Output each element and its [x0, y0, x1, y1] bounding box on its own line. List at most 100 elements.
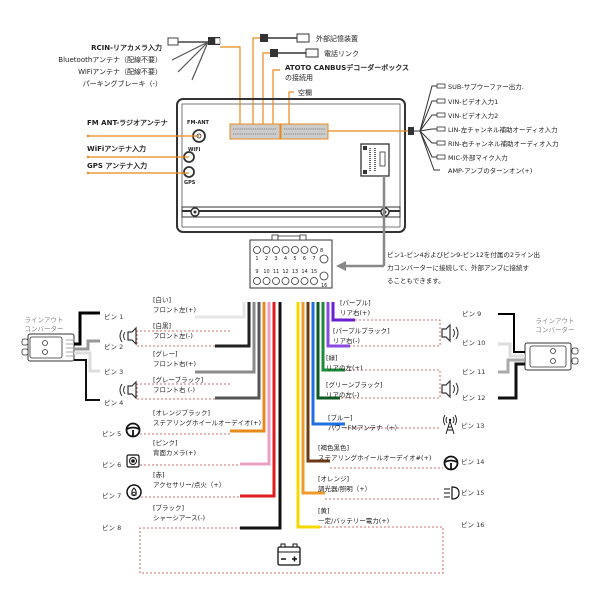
wire-function-label-pin-13: パワーFMアンテナ（+） — [328, 424, 401, 432]
connector-pin-7 — [310, 246, 318, 254]
dashed-line-rear-right — [350, 319, 441, 347]
right-lineout-converter — [498, 313, 579, 400]
pin-label-1: ピン 1 — [104, 313, 123, 321]
dashed-line-rear-left — [340, 369, 441, 399]
pin-label-12: ピン 12 — [462, 394, 485, 402]
main-connector-block — [229, 100, 408, 140]
connector-pin-15 — [310, 277, 318, 285]
wire-pin-2 — [215, 302, 251, 348]
right-cable-vin2: VIN-ビデオ入力2 — [448, 111, 498, 120]
speaker-icon-front-right — [119, 380, 137, 400]
connector-pin-12 — [281, 277, 290, 285]
wire-pin-5 — [230, 302, 266, 433]
wire-color-label-pin-1: [白い] — [153, 295, 171, 304]
sixteen-pin-connector — [249, 234, 333, 289]
wire-color-label-pin-3: [グレー] — [153, 349, 178, 358]
connector-pin-4 — [281, 246, 290, 254]
pin-label-5: ピン 5 — [102, 430, 121, 438]
wire-color-label-pin-9: [パープル] — [340, 299, 371, 307]
wire-color-label-pin-10: [パープルブラック] — [333, 326, 390, 335]
camera-icon-pin6 — [126, 454, 140, 468]
pin-label-11: ピン 11 — [462, 368, 485, 376]
right-cable-sub: SUB-サブウーファー出力. — [448, 82, 524, 91]
canbus-label-line1: ATOTO CANBUSデコーダーボックス — [285, 63, 409, 72]
phone-link-cable — [262, 48, 319, 100]
connector-pin-10 — [262, 277, 271, 285]
steering-wheel-icon-pin14 — [443, 455, 459, 471]
right-cable-rin: RIN-右チャンネル補助オーディオ入力 — [448, 139, 559, 148]
wire-color-label-pin-8: [ブラック] — [153, 503, 184, 512]
wire-pin-7 — [240, 302, 276, 498]
pin-label-9: ピン 9 — [462, 310, 481, 318]
connector-pin-14 — [300, 277, 309, 285]
speaker-icon-front-left — [119, 326, 137, 346]
right-harness-wires — [296, 302, 355, 529]
battery-icon — [277, 543, 301, 566]
speaker-icon-rear-left — [441, 379, 459, 399]
pin-label-3: ピン 3 — [104, 368, 123, 376]
pin-number-1: 1 — [255, 256, 258, 262]
right-cable-mic: MIC-外部マイク入力 — [448, 153, 508, 162]
wire-function-label-pin-2: フロント左(-) — [153, 331, 193, 340]
pin-number-15: 15 — [311, 269, 317, 275]
pin-number-2: 2 — [265, 256, 268, 262]
wire-pin-15 — [301, 302, 325, 495]
wire-color-label-pin-15: [オレンジ] — [318, 475, 349, 483]
wire-color-label-pin-13: [ブルー] — [328, 413, 353, 422]
wire-color-label-pin-12: [グリーンブラック] — [326, 380, 383, 389]
connector-pin-3 — [272, 246, 280, 254]
pin-label-10: ピン 10 — [462, 339, 485, 347]
pin-label-4: ピン 4 — [104, 399, 123, 407]
wire-pin-3 — [195, 302, 256, 374]
wire-pin-14 — [306, 302, 330, 463]
wire-pin-6 — [240, 302, 271, 466]
pin-label-16: ピン 16 — [461, 521, 484, 529]
spare-label: 空欄 — [298, 88, 312, 97]
pin-number-13: 13 — [292, 269, 298, 275]
connector-pin-1 — [253, 246, 261, 254]
wire-pin-1 — [195, 302, 246, 319]
right-cable-vin1: VIN-ビデオ入力1 — [448, 97, 498, 106]
pin-number-7: 7 — [312, 256, 315, 262]
pin-label-6: ピン 6 — [102, 461, 121, 469]
dashed-circuit-lines — [136, 319, 444, 574]
gps-port-label: GPS — [184, 180, 196, 186]
connector-pin-6 — [300, 246, 309, 254]
pin-number-4: 4 — [284, 256, 287, 262]
iso-connector — [336, 143, 390, 271]
ignition-icon-pin7 — [126, 484, 142, 500]
wire-pin-8 — [240, 302, 282, 530]
wire-function-label-pin-10: リア右(-) — [333, 336, 360, 345]
note-line-3: ることもできます。 — [387, 277, 445, 285]
pin-label-14: ピン 14 — [461, 458, 484, 466]
pin-number-9: 9 — [255, 269, 258, 275]
cable-label-wifi-antenna: WiFiアンテナ（配線不要） — [78, 67, 162, 76]
note-line-2: 力コンバーターに接続して、外部アンプに接続す — [387, 263, 530, 272]
note-line-1: ピン1-ピン4およびピン9-ピン12を付属の2ライン出 — [387, 250, 540, 259]
wire-pin-9 — [331, 302, 355, 322]
wire-color-label-pin-5: [オレンジブラック] — [153, 408, 210, 417]
pin-number-14: 14 — [301, 269, 307, 275]
wire-function-label-pin-4: フロント右 (-) — [153, 385, 195, 394]
connector-pin-13 — [291, 277, 299, 285]
antenna-icon-pin13 — [443, 414, 457, 435]
usb-cable — [252, 33, 310, 100]
pin-number-5: 5 — [293, 256, 296, 262]
pin-label-2: ピン 2 — [104, 343, 123, 351]
wire-function-label-pin-9: リア右(+) — [340, 308, 370, 317]
wire-function-label-pin-6: 背面カメラ(+) — [153, 448, 196, 457]
steering-wheel-icon-pin5 — [125, 422, 141, 438]
wire-function-label-pin-12: リアの左(-) — [326, 390, 359, 399]
right-converter-label-1: ラインアウト — [536, 317, 575, 325]
pin-number-11: 11 — [273, 269, 279, 275]
pin-label-8: ピン 8 — [102, 524, 121, 532]
right-converter-label-2: コンバーター — [536, 325, 575, 334]
pin-number-6: 6 — [303, 256, 306, 262]
pin-number-3: 3 — [274, 256, 277, 262]
connector-pin-2 — [262, 246, 271, 254]
right-cable-amp: AMP-アンプのターンオン(+) — [448, 166, 532, 175]
wire-pin-4 — [215, 302, 261, 400]
pin-label-15: ピン 15 — [461, 489, 484, 497]
gps-port — [183, 166, 195, 178]
